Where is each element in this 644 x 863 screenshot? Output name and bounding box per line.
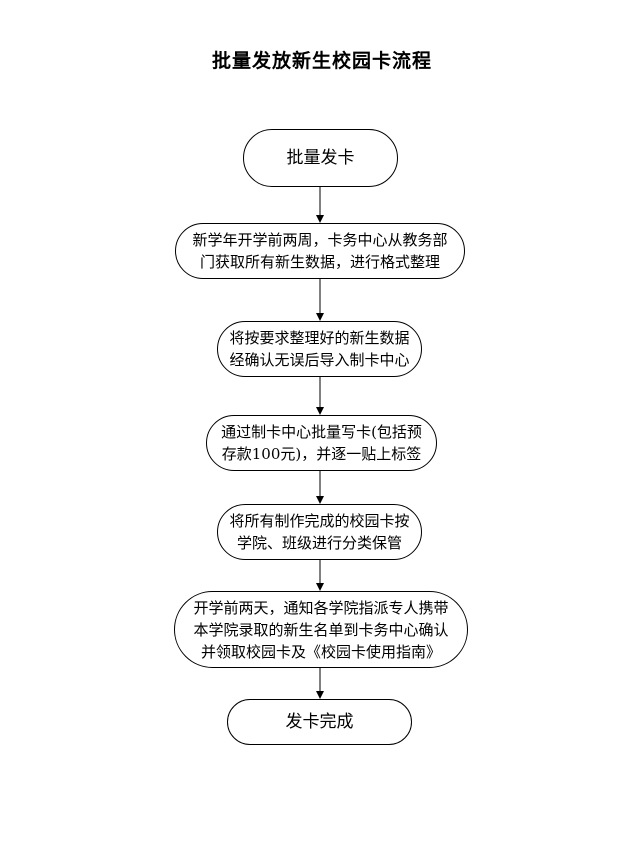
step-obtain-data-node: 新学年开学前两周，卡务中心从教务部 门获取所有新生数据，进行格式整理 [175,223,465,279]
start-node: 批量发卡 [243,129,398,187]
step-distribute-cards-line-1: 开学前两天，通知各学院指派专人携带 [193,598,449,617]
step-distribute-cards-line-2: 本学院录取的新生名单到卡务中心确认 [193,620,449,639]
diagram-title: 批量发放新生校园卡流程 [211,50,432,72]
step-sort-cards-node: 将所有制作完成的校园卡按 学院、班级进行分类保管 [217,504,422,560]
step-write-cards-line-1: 通过制卡中心批量写卡(包括预 [221,423,422,441]
step-distribute-cards-line-3: 并领取校园卡及《校园卡使用指南》 [200,642,441,661]
step-obtain-data-line-2: 门获取所有新生数据，进行格式整理 [199,253,440,271]
step-write-cards-line-2: 存款100元)，并逐一贴上标签 [221,445,422,463]
step-import-data-line-2: 经确认无误后导入制卡中心 [229,351,410,369]
start-node-label: 批量发卡 [286,148,355,168]
end-node: 发卡完成 [227,699,412,745]
step-obtain-data-line-1: 新学年开学前两周，卡务中心从教务部 [192,231,448,249]
step-sort-cards-line-1: 将所有制作完成的校园卡按 [229,512,410,530]
step-distribute-cards-node: 开学前两天，通知各学院指派专人携带 本学院录取的新生名单到卡务中心确认 并领取校… [174,591,468,668]
step-import-data-node: 将按要求整理好的新生数据 经确认无误后导入制卡中心 [217,321,422,377]
step-write-cards-node: 通过制卡中心批量写卡(包括预 存款100元)，并逐一贴上标签 [206,415,437,471]
end-node-label: 发卡完成 [285,712,354,732]
step-sort-cards-line-2: 学院、班级进行分类保管 [236,534,402,552]
step-import-data-line-1: 将按要求整理好的新生数据 [229,329,410,347]
